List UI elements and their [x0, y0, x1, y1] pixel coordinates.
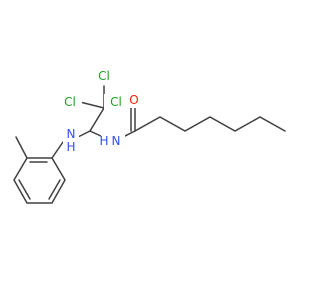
- bonds: [13, 85, 286, 204]
- bond-ch-n-aniline: [77, 130, 91, 138]
- bond-ccl3-ch: [89, 107, 105, 132]
- aniline-hydrogen-label: H: [66, 140, 75, 154]
- atom-labels: Cl Cl Cl O N H H N: [58, 68, 142, 154]
- ring-double-2: [18, 179, 31, 200]
- bond-n-ring: [51, 141, 64, 159]
- bond-ring-methyl: [15, 136, 28, 159]
- molecule-drawing: Cl Cl Cl O N H H N: [13, 68, 286, 204]
- bond-c-cl-left: [79, 101, 105, 109]
- structure-canvas: Cl Cl Cl O N H H N: [13, 68, 286, 204]
- amide-nitrogen-label: N: [112, 134, 121, 148]
- chlorine-left-label: Cl: [64, 95, 76, 109]
- oxygen-label: O: [129, 93, 138, 107]
- aniline-nitrogen-label: N: [67, 127, 76, 141]
- bond-ch-n-amide: [89, 130, 104, 138]
- chlorine-top-label: Cl: [98, 69, 110, 83]
- chlorine-right-label: Cl: [110, 95, 122, 109]
- amide-hydrogen-label: H: [99, 134, 108, 148]
- alkyl-chain: [134, 116, 286, 132]
- ring-double-3: [48, 179, 61, 200]
- benzene-ring: [13, 157, 66, 204]
